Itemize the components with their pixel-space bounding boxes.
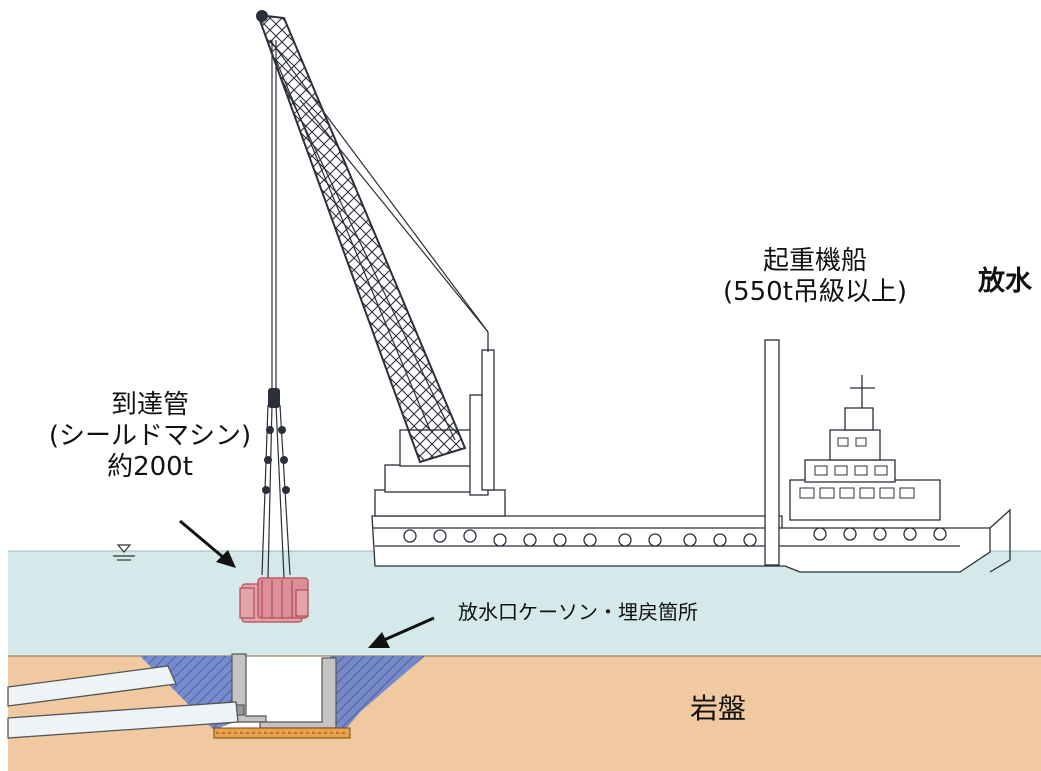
bedrock-label: 岩盤 — [690, 692, 747, 725]
crane-ship-name: 起重機船 — [762, 246, 867, 276]
caisson — [231, 653, 337, 729]
hook-block — [262, 388, 290, 494]
crane-ship-label: 起重機船 (550t吊級以上) — [680, 246, 950, 308]
partial-title: 放水 — [978, 266, 1032, 297]
pipe-weight: 約200t — [107, 452, 193, 483]
crane-boom — [256, 13, 467, 464]
caisson-label: 放水口ケーソン・埋戻箇所 — [458, 600, 698, 624]
bedrock — [8, 656, 1041, 771]
pipe-sub: (シールドマシン) — [48, 421, 252, 452]
suspended-load — [239, 577, 309, 623]
arrival-pipe-label: 到達管 (シールドマシン) 約200t — [20, 390, 280, 484]
hoist-rope — [261, 40, 291, 579]
arrow-to-caisson — [368, 616, 435, 648]
tunnels — [7, 665, 239, 739]
pipe-name: 到達管 — [110, 390, 189, 420]
water-level-symbol — [113, 544, 135, 561]
arrow-to-load — [179, 519, 236, 568]
backfill-right — [330, 656, 425, 730]
crane-ship-capacity: (550t吊級以上) — [722, 277, 908, 308]
rigging — [269, 39, 489, 441]
crane-ship — [371, 339, 1011, 573]
crane-base — [374, 332, 506, 517]
